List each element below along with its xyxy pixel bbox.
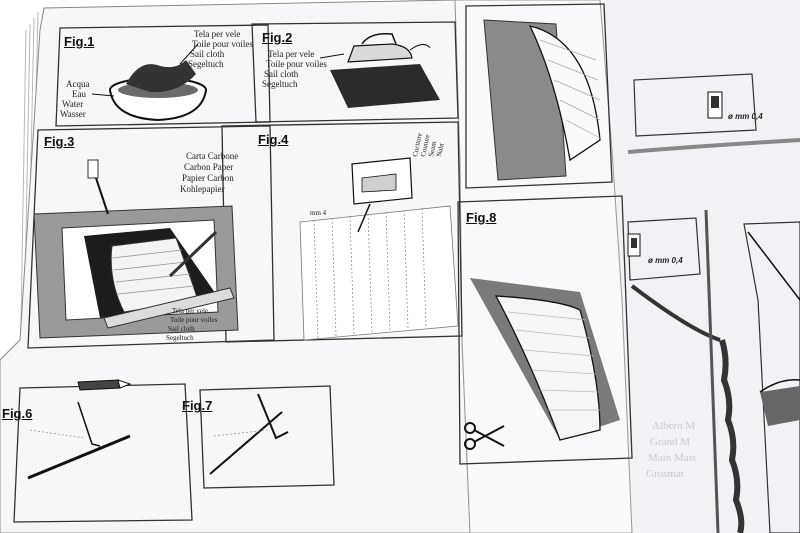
fig1-cloth-label-it: Tela per vele xyxy=(194,29,241,39)
fig3-carbon-label-de: Kohlepapier xyxy=(180,184,225,194)
mast-faint-label-en: Main Mast xyxy=(648,452,696,464)
fig2-cloth-label-it: Tela per vele xyxy=(268,49,315,59)
fig4-title: Fig.4 xyxy=(258,132,289,147)
fig2-iron-drawing xyxy=(319,32,440,108)
middle-panel-borders xyxy=(457,3,633,465)
fig1-water-label-en: Water xyxy=(62,99,84,109)
fig3-carbon-label-en: Carbon Paper xyxy=(184,162,234,172)
fig6-cut-drawing xyxy=(27,379,132,480)
mast-faint-label-de: Grosmat xyxy=(646,468,684,480)
fig7-drawing xyxy=(209,393,289,475)
fig3-title: Fig.3 xyxy=(44,134,75,149)
mast-faint-label-it: Albero M xyxy=(652,420,696,432)
fig3-cloth-label-fr: Toile pour voiles xyxy=(170,316,218,324)
wire-diameter-label-2: ø mm 0,4 xyxy=(648,256,683,265)
middle-top-sail-drawing xyxy=(483,19,601,181)
scissors-icon xyxy=(464,422,505,450)
fig1-cloth-label-fr: Toile pour voiles xyxy=(192,39,253,49)
fig8-sail-drawing xyxy=(470,278,620,441)
fig1-water-label-de: Wasser xyxy=(60,109,86,119)
fig4-measure-label: mm 4 xyxy=(310,209,327,217)
fig1-bowl-drawing xyxy=(91,43,207,122)
fig1-cloth-label-en: Sail cloth xyxy=(190,49,225,59)
fig3-cloth-label-it: Tela per vele xyxy=(172,307,209,315)
fig1-title: Fig.1 xyxy=(64,34,95,49)
fig8-title: Fig.8 xyxy=(466,210,497,225)
panel-borders xyxy=(13,21,463,523)
fig7-title: Fig.7 xyxy=(182,398,213,413)
mast-faint-label-fr: Grand M xyxy=(650,436,691,448)
fig6-title: Fig.6 xyxy=(2,406,33,421)
fig3-carbon-label-it: Carta Carbone xyxy=(186,151,239,161)
fig2-cloth-label-fr: Toile pour voiles xyxy=(266,59,327,69)
fig3-cloth-label-en: Sail cloth xyxy=(168,325,195,333)
fig3-carbon-label-fr: Papier Carbon xyxy=(182,173,234,183)
wire-diameter-label-1: ø mm 0,4 xyxy=(728,112,763,121)
fig1-water-label-it: Acqua xyxy=(66,79,90,89)
right-page-drawings xyxy=(627,73,800,533)
fig3-cloth-label-de: Segeltuch xyxy=(166,334,194,342)
fig4-seam-drawing xyxy=(299,157,459,341)
fig3-board-drawing xyxy=(33,159,239,339)
fig2-cloth-label-de: Segeltuch xyxy=(262,79,298,89)
fig1-water-label-fr: Eau xyxy=(72,89,86,99)
fig2-cloth-label-en: Sail cloth xyxy=(264,69,299,79)
fig2-title: Fig.2 xyxy=(262,30,293,45)
fig1-cloth-label-de: Segeltuch xyxy=(188,59,224,69)
